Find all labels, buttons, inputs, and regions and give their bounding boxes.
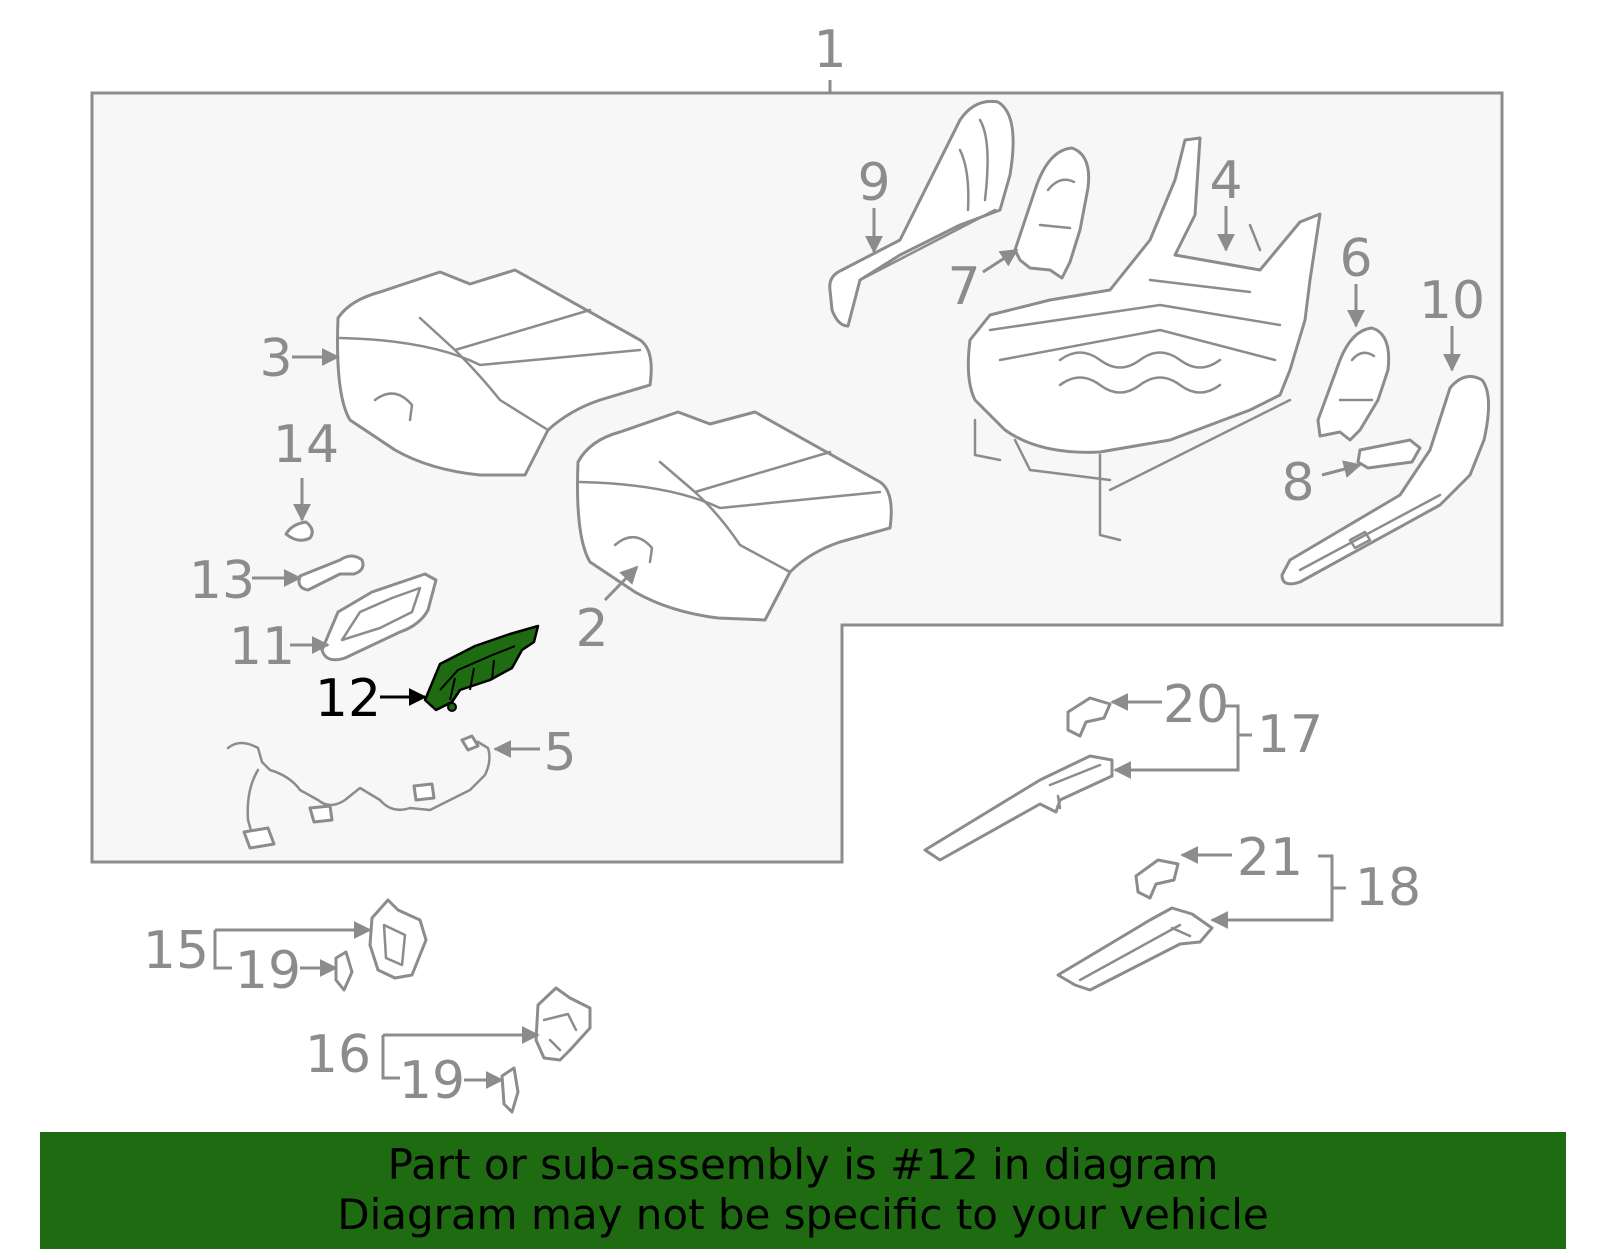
callout-18: 18 [1355, 858, 1421, 918]
callout-21: 21 [1237, 828, 1303, 888]
footer-line-1: Part or sub-assembly is #12 in diagram [387, 1140, 1219, 1189]
callout-19-b: 19 [399, 1051, 465, 1111]
callout-15: 15 [143, 921, 209, 981]
callout-17: 17 [1257, 705, 1323, 765]
callout-10: 10 [1419, 271, 1485, 331]
callout-4: 4 [1209, 151, 1242, 211]
callout-6: 6 [1339, 229, 1372, 289]
callout-13: 13 [189, 551, 255, 611]
footer-line-2: Diagram may not be specific to your vehi… [337, 1190, 1269, 1239]
part-15-cover[interactable] [368, 898, 428, 980]
part-19-clip-a[interactable] [334, 950, 354, 992]
part-19-clip-b[interactable] [500, 1066, 520, 1114]
part-11-side-shield[interactable] [320, 572, 438, 662]
callout-16: 16 [305, 1025, 371, 1085]
part-2-seat-cushion[interactable] [576, 410, 893, 622]
callout-12: 12 [315, 669, 381, 729]
callout-5: 5 [543, 723, 576, 783]
part-14-clip[interactable] [284, 520, 314, 542]
part-6-recliner-cover[interactable] [1316, 326, 1391, 442]
part-9-side-trim[interactable] [828, 99, 1015, 328]
callout-2: 2 [575, 599, 608, 659]
callout-3: 3 [259, 329, 292, 389]
part-4-seat-frame[interactable] [966, 136, 1322, 542]
part-18-lower-rail[interactable] [1056, 906, 1214, 992]
callout-11: 11 [229, 617, 295, 677]
part-12-highlighted-panel[interactable] [423, 624, 540, 712]
part-3-cushion-cover[interactable] [336, 268, 653, 477]
callout-20: 20 [1163, 675, 1229, 735]
part-16-cover[interactable] [534, 986, 592, 1062]
callout-7: 7 [947, 257, 980, 317]
part-10-outer-trim[interactable] [1280, 374, 1490, 586]
callout-9: 9 [857, 153, 890, 213]
part-5-wiring-harness[interactable] [226, 734, 491, 850]
part-21-rail-cap[interactable] [1134, 858, 1180, 900]
footer-banner: Part or sub-assembly is #12 in diagram D… [40, 1132, 1566, 1249]
part-17-seat-rail[interactable] [923, 754, 1114, 862]
callout-14: 14 [273, 415, 339, 475]
part-20-rail-cap[interactable] [1066, 696, 1112, 738]
part-7-hinge-cover[interactable] [1013, 146, 1091, 280]
callout-1: 1 [813, 20, 846, 80]
callout-8: 8 [1281, 453, 1314, 513]
callout-19-a: 19 [235, 941, 301, 1001]
